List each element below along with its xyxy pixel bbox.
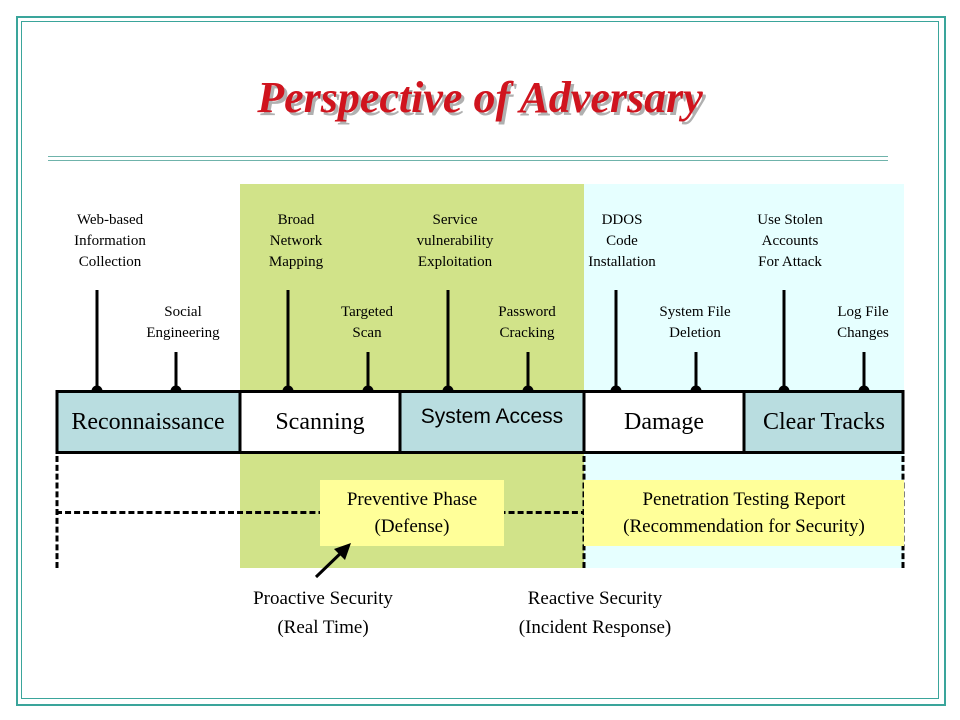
activity-line: Collection xyxy=(78,254,142,270)
activity-line: Web-based xyxy=(76,212,144,228)
activity-line: vulnerability xyxy=(416,233,494,249)
preventive-phase-title: Preventive Phase xyxy=(346,489,478,510)
activity-line: Engineering xyxy=(146,325,220,341)
title-rule-bottom xyxy=(48,160,888,161)
phase-clear-tracks: Clear Tracks xyxy=(744,393,904,451)
pin-password-cracking xyxy=(526,352,530,390)
activity-line: Broad xyxy=(277,212,315,228)
activity-line: Network xyxy=(269,233,323,249)
penetration-testing-title: Penetration Testing Report xyxy=(642,489,846,510)
phase-bar-border xyxy=(56,390,904,454)
penetration-testing-subtitle: (Recommendation for Security) xyxy=(623,516,865,537)
activity-line: Deletion xyxy=(669,325,721,341)
pin-targeted-scan xyxy=(366,352,370,390)
reactive-security-label: Reactive Security (Incident Response) xyxy=(519,584,671,642)
phase-divider xyxy=(901,390,905,454)
activity-line: Password xyxy=(498,304,556,320)
activity-system-file-deletion: System File Deletion xyxy=(659,302,730,344)
proactive-security-subtitle: (Real Time) xyxy=(277,617,369,638)
phase-divider xyxy=(742,390,746,454)
pin-use-stolen-accounts xyxy=(782,290,786,390)
activity-password-cracking: Password Cracking xyxy=(498,302,556,344)
pin-system-file-deletion xyxy=(694,352,698,390)
activity-line: Changes xyxy=(837,325,889,341)
activity-line: System File xyxy=(659,304,731,320)
activity-line: For Attack xyxy=(758,254,822,270)
phase-divider xyxy=(582,390,586,454)
phase-divider xyxy=(398,390,402,454)
activity-ddos-code-installation: DDOS Code Installation xyxy=(588,210,656,273)
activity-line: Installation xyxy=(588,254,656,270)
slide-frame-inner xyxy=(21,21,939,699)
phase-divider xyxy=(238,390,242,454)
activity-social-engineering: Social Engineering xyxy=(146,302,219,344)
proactive-security-title: Proactive Security xyxy=(253,588,393,609)
activity-line: Accounts xyxy=(761,233,819,249)
pin-service-vulnerability xyxy=(446,290,450,390)
reactive-security-title: Reactive Security xyxy=(527,588,663,609)
pin-web-based xyxy=(95,290,99,390)
activity-line: Exploitation xyxy=(417,254,493,270)
activity-web-based-information-collection: Web-based Information Collection xyxy=(74,210,146,273)
slide-title: Perspective of Adversary xyxy=(257,73,703,122)
activity-line: Service xyxy=(432,212,478,228)
activity-line: Use Stolen xyxy=(757,212,823,228)
activity-line: Targeted xyxy=(341,304,393,320)
phase-system-access: System Access xyxy=(400,393,584,451)
activity-line: Code xyxy=(606,233,638,249)
slide-frame-outer xyxy=(16,16,946,706)
activity-line: Log File xyxy=(837,304,889,320)
phase-reconnaissance: Reconnaissance xyxy=(56,393,240,451)
activity-line: Mapping xyxy=(268,254,324,270)
phase-divider xyxy=(55,390,59,454)
pin-broad-network xyxy=(286,290,290,390)
activity-log-file-changes: Log File Changes xyxy=(837,302,889,344)
activity-use-stolen-accounts: Use Stolen Accounts For Attack xyxy=(757,210,822,273)
activity-line: Information xyxy=(74,233,146,249)
phase-damage: Damage xyxy=(584,393,744,451)
activity-service-vulnerability-exploitation: Service vulnerability Exploitation xyxy=(417,210,494,273)
title-rule-top xyxy=(48,156,888,157)
activity-line: DDOS xyxy=(601,212,643,228)
activity-line: Cracking xyxy=(499,325,555,341)
pin-social-engineering xyxy=(174,352,178,390)
preventive-phase-box: Preventive Phase (Defense) xyxy=(320,480,504,546)
activity-line: Social xyxy=(164,304,202,320)
activity-targeted-scan: Targeted Scan xyxy=(341,302,393,344)
reactive-security-subtitle: (Incident Response) xyxy=(518,617,672,638)
phase-scanning: Scanning xyxy=(240,393,400,451)
penetration-testing-report-box: Penetration Testing Report (Recommendati… xyxy=(584,480,904,546)
preventive-phase-subtitle: (Defense) xyxy=(374,516,450,537)
activity-line: Scan xyxy=(352,325,382,341)
pin-ddos xyxy=(614,290,618,390)
activity-broad-network-mapping: Broad Network Mapping xyxy=(269,210,323,273)
pin-log-file-changes xyxy=(862,352,866,390)
proactive-security-label: Proactive Security (Real Time) xyxy=(253,584,393,642)
